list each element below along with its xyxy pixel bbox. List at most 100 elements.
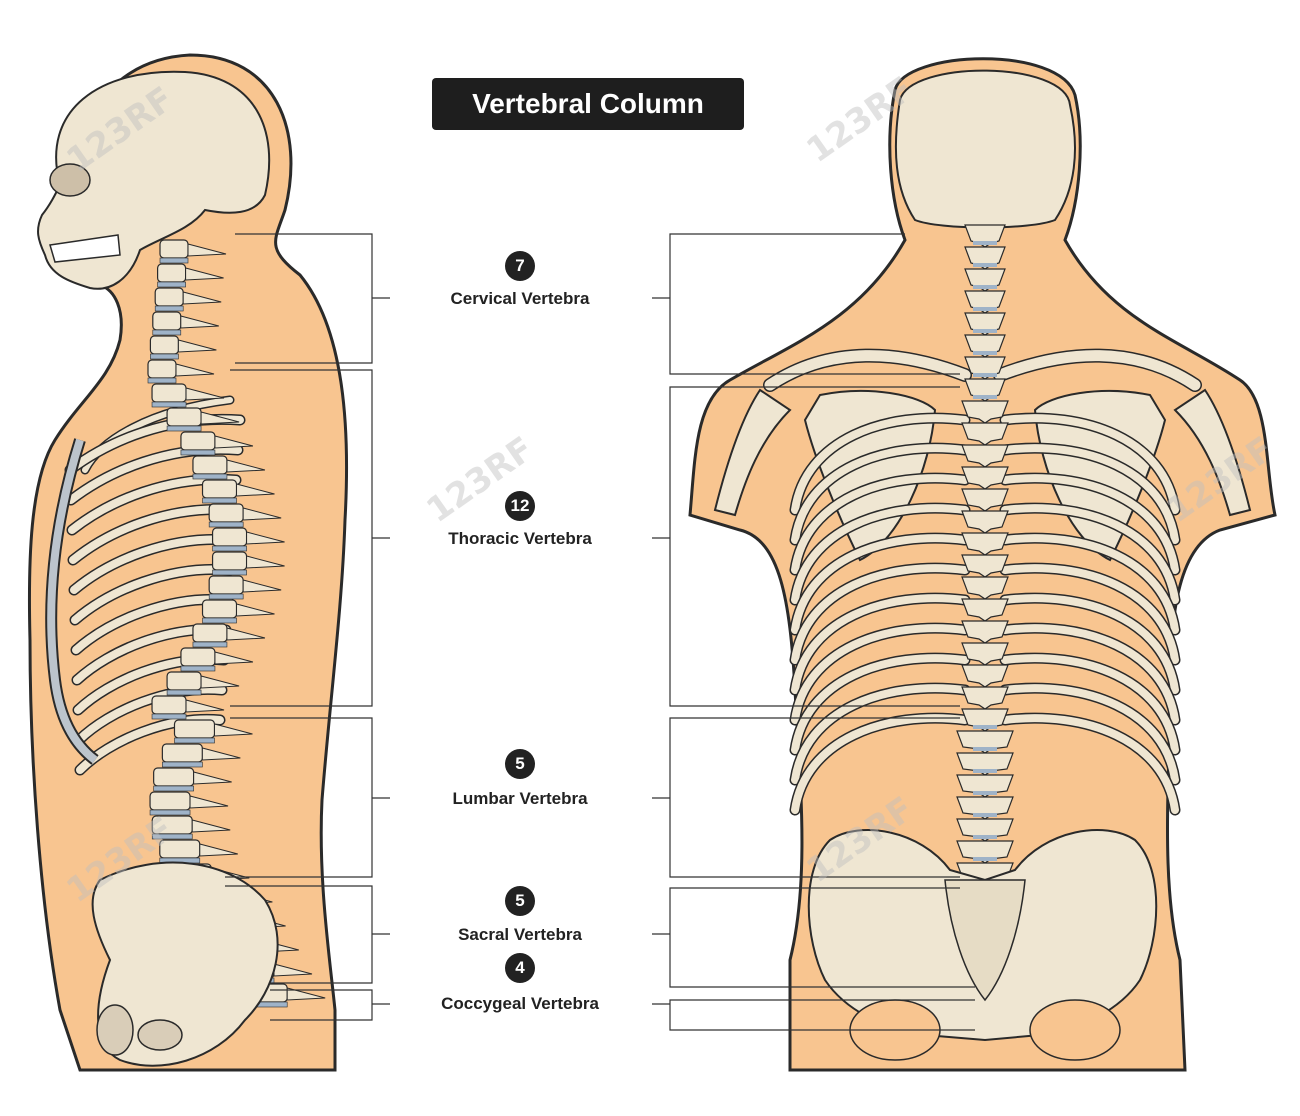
back-rib-fill xyxy=(791,534,969,634)
side-spinous-process xyxy=(193,771,232,785)
back-humerus-right xyxy=(1173,388,1252,517)
side-disc xyxy=(192,641,228,648)
back-disc xyxy=(973,857,997,861)
back-vertebra xyxy=(961,554,1009,578)
back-vertebra xyxy=(961,620,1009,644)
thoracic-label: Thoracic Vertebra xyxy=(448,529,592,548)
back-rib-fill xyxy=(1001,594,1179,694)
side-spinous-process xyxy=(213,723,253,737)
side-teeth xyxy=(49,234,121,263)
side-disc xyxy=(151,401,187,408)
back-rib-fill xyxy=(1001,564,1179,664)
side-body-silhouette xyxy=(27,53,349,1072)
side-vertebra xyxy=(161,743,203,763)
side-spinous-process xyxy=(189,795,229,809)
back-vertebra xyxy=(961,488,1009,512)
back-rib-fill xyxy=(791,684,969,784)
back-rib-fill xyxy=(1001,474,1179,574)
side-rib-fill xyxy=(75,685,226,744)
back-rib-fill xyxy=(1001,504,1179,604)
back-humerus-left xyxy=(713,388,792,517)
back-disc xyxy=(973,329,997,333)
side-spinous-process xyxy=(214,651,254,665)
side-disc xyxy=(149,809,191,816)
side-vertebra xyxy=(152,311,182,331)
side-spinous-process xyxy=(180,315,219,329)
side-vertebra xyxy=(154,287,184,307)
side-spinous-process xyxy=(200,675,240,689)
back-rib-fill xyxy=(791,624,969,724)
back-disc xyxy=(973,373,997,377)
side-spinous-process xyxy=(226,459,266,473)
side-vertebra xyxy=(180,647,216,667)
side-spinous-process xyxy=(191,819,231,833)
side-vertebra xyxy=(201,479,238,499)
side-disc xyxy=(151,713,187,720)
side-spinous-process xyxy=(242,507,282,521)
back-sacrum xyxy=(944,879,1026,1002)
lumbar-label: Lumbar Vertebra xyxy=(452,789,588,808)
back-vertebra xyxy=(961,664,1009,688)
side-vertebra xyxy=(208,503,244,523)
back-rib-fill xyxy=(791,654,969,754)
side-vertebra xyxy=(166,671,202,691)
side-skull xyxy=(37,70,271,290)
back-disc xyxy=(973,835,997,839)
side-spinous-process xyxy=(246,531,285,545)
back-disc xyxy=(973,769,997,773)
back-vertebra xyxy=(961,576,1009,600)
side-spinous-process xyxy=(236,603,275,617)
side-disc xyxy=(180,665,216,672)
back-rib-fill xyxy=(1001,624,1179,724)
side-vertebra xyxy=(147,359,177,379)
side-vertebra xyxy=(211,551,248,571)
sacral-label: Sacral Vertebra xyxy=(458,925,582,944)
side-disc xyxy=(153,785,194,792)
back-vertebra xyxy=(961,466,1009,490)
side-disc xyxy=(152,329,182,336)
back-disc xyxy=(973,747,997,751)
side-disc xyxy=(192,473,228,480)
lumbar-count-badge: 5 xyxy=(505,749,535,779)
side-disc xyxy=(212,569,247,576)
back-vertebra xyxy=(961,422,1009,446)
side-obturator xyxy=(137,1019,183,1051)
back-rib-fill xyxy=(1001,684,1179,784)
side-femur-head xyxy=(96,1004,134,1056)
side-vertebra xyxy=(151,383,187,403)
side-vertebra xyxy=(211,527,248,547)
back-skull xyxy=(894,69,1076,229)
back-rib-fill xyxy=(1001,714,1179,814)
side-spinous-process xyxy=(242,579,282,593)
back-rib-fill xyxy=(791,594,969,694)
side-vertebra xyxy=(192,455,228,475)
sacral-count-badge: 5 xyxy=(505,886,535,916)
side-spinous-process xyxy=(246,555,285,569)
side-disc xyxy=(151,833,193,840)
right-brackets xyxy=(652,233,975,1031)
back-rib-fill xyxy=(1001,654,1179,754)
back-disc xyxy=(973,241,997,245)
side-spinous-process xyxy=(226,627,266,641)
back-rib-fill xyxy=(791,474,969,574)
back-spine xyxy=(956,224,1014,977)
side-spinous-process xyxy=(185,267,224,281)
back-disc xyxy=(973,285,997,289)
side-spinous-process xyxy=(177,339,217,353)
side-disc xyxy=(150,353,179,360)
back-rib-fill xyxy=(1001,534,1179,634)
back-disc xyxy=(973,791,997,795)
side-spinous-process xyxy=(214,435,254,449)
side-disc xyxy=(202,617,237,624)
back-vertebra xyxy=(961,532,1009,556)
back-vertebra xyxy=(961,400,1009,424)
back-obturator-right xyxy=(1029,999,1121,1061)
side-spinous-process xyxy=(185,387,225,401)
side-spinous-process xyxy=(286,987,326,1001)
side-vertebra xyxy=(157,263,187,283)
side-rib-fill xyxy=(70,535,236,594)
back-rib-fill xyxy=(791,504,969,604)
back-vertebra xyxy=(961,510,1009,534)
cervical-count-badge: 7 xyxy=(505,251,535,281)
side-spinous-process xyxy=(185,699,225,713)
